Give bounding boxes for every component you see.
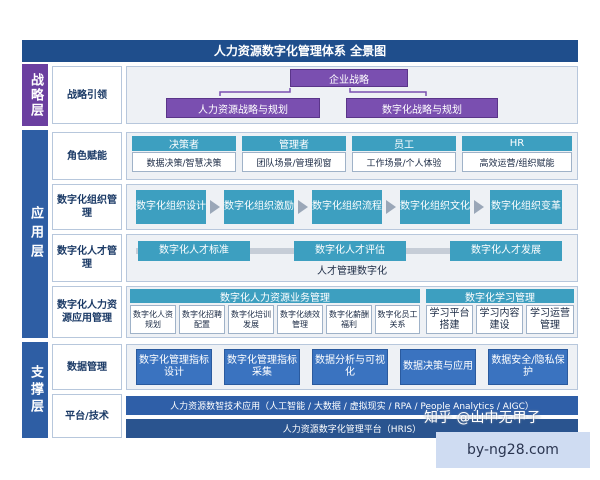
- learning-item-content: 学习内容建设: [476, 305, 523, 334]
- hr-business-item-relations: 数字化员工关系: [375, 305, 420, 334]
- org-item-incentive: 数字化组织激励: [224, 190, 294, 224]
- strategy-connectors: [219, 88, 427, 96]
- learning-item-platform: 学习平台搭建: [426, 305, 473, 334]
- role-header-employee: 员工: [352, 136, 456, 151]
- org-item-culture: 数字化组织文化: [400, 190, 470, 224]
- data-item-decision: 数据决策与应用: [400, 349, 476, 385]
- data-item-indicator-design: 数字化管理指标设计: [136, 349, 212, 385]
- diagram-title: 人力资源数字化管理体系 全景图: [22, 40, 578, 62]
- role-header-manager: 管理者: [242, 136, 346, 151]
- layer-support: 支撑层: [22, 342, 48, 438]
- talent-item-development: 数字化人才发展: [450, 241, 562, 261]
- row-label-talent-mgmt: 数字化人才管理: [52, 234, 122, 282]
- hr-strategy-box: 人力资源战略与规划: [166, 98, 320, 118]
- data-item-analysis: 数据分析与可视化: [312, 349, 388, 385]
- platform-tech-bar: 人力资源数智技术应用（人工智能 / 大数据 / 虚拟现实 / RPA / Peo…: [126, 396, 578, 415]
- layer-strategy: 战略层: [22, 64, 48, 126]
- row-label-hr-app-mgmt: 数字化人力资源应用管理: [52, 286, 122, 338]
- hr-business-item-training: 数字化培训发展: [228, 305, 274, 334]
- org-item-design: 数字化组织设计: [136, 190, 206, 224]
- org-item-change: 数字化组织变革: [490, 190, 562, 224]
- enterprise-strategy-box: 企业战略: [290, 69, 408, 87]
- row-label-role-empower: 角色赋能: [52, 132, 122, 180]
- row-label-data-mgmt: 数据管理: [52, 344, 122, 390]
- talent-item-evaluation: 数字化人才评估: [294, 241, 406, 261]
- learning-item-operation: 学习运营管理: [526, 305, 574, 334]
- org-arrow-4: [474, 200, 484, 214]
- org-arrow-1: [210, 200, 220, 214]
- role-header-hr: HR: [462, 136, 572, 151]
- learning-header: 数字化学习管理: [426, 289, 574, 304]
- hr-business-item-compensation: 数字化薪酬福利: [326, 305, 372, 334]
- role-body-employee: 工作场景/个人体验: [352, 152, 456, 172]
- hr-business-header: 数字化人力资源业务管理: [130, 289, 420, 304]
- role-body-hr: 高效运营/组织赋能: [462, 152, 572, 172]
- data-item-indicator-collect: 数字化管理指标采集: [224, 349, 300, 385]
- hr-business-item-recruit: 数字化招聘配置: [179, 305, 225, 334]
- layer-application: 应用层: [22, 130, 48, 338]
- org-arrow-3: [386, 200, 396, 214]
- row-label-org-mgmt: 数字化组织管理: [52, 184, 122, 230]
- talent-item-standard: 数字化人才标准: [138, 241, 250, 261]
- row-label-strategy-lead: 战略引领: [52, 66, 122, 124]
- hr-business-item-planning: 数字化人资规划: [130, 305, 176, 334]
- talent-caption: 人才管理数字化: [317, 266, 387, 277]
- layer-strategy-label: 战略层: [28, 72, 43, 118]
- org-arrow-2: [298, 200, 308, 214]
- site-watermark: by-ng28.com: [436, 432, 590, 468]
- zhihu-watermark: 知乎 @山中无甲子: [424, 410, 541, 426]
- digital-strategy-box: 数字化战略与规划: [346, 98, 498, 118]
- org-item-process: 数字化组织流程: [312, 190, 382, 224]
- layer-support-label: 支撑层: [28, 364, 43, 416]
- role-body-manager: 团队场景/管理视窗: [242, 152, 346, 172]
- layer-application-label: 应用层: [28, 205, 43, 263]
- hr-business-item-performance: 数字化绩效管理: [277, 305, 323, 334]
- role-body-decision: 数据决策/智慧决策: [132, 152, 236, 172]
- data-item-security: 数据安全/隐私保护: [488, 349, 568, 385]
- row-label-platform-tech: 平台/技术: [52, 394, 122, 438]
- role-header-decision: 决策者: [132, 136, 236, 151]
